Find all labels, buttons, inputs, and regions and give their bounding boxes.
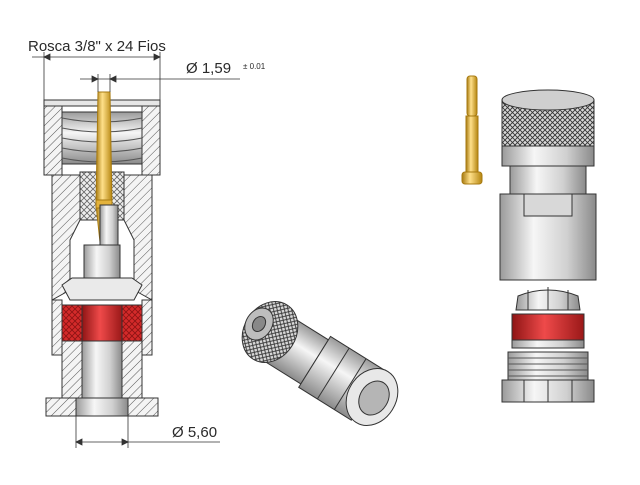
cable-jacket [81, 340, 123, 402]
pin-diameter-label: Ø 1,59 [186, 60, 231, 77]
exploded-washer [511, 339, 585, 349]
back-nut-right [121, 340, 143, 402]
gasket-right [121, 304, 145, 342]
pin-diameter-value: 1,59 [201, 60, 232, 77]
exploded-gasket [511, 313, 585, 341]
iso-nut-bore [251, 316, 267, 332]
contact-socket [99, 204, 119, 246]
diameter-symbol-2: Ø [172, 424, 184, 441]
nut-wall-left [43, 102, 63, 176]
bore-arrow-left [75, 438, 83, 446]
diameter-symbol: Ø [186, 60, 198, 77]
thread-arrow-right [153, 53, 161, 61]
thread-arrow-left [43, 53, 51, 61]
assembled-connector [241, 301, 399, 426]
clamp-cone [61, 277, 143, 301]
exploded-knurled-nut [501, 89, 595, 167]
gasket-center [81, 304, 123, 342]
exploded-back-nut [501, 351, 595, 403]
shell-left [51, 299, 63, 356]
pin-arrow-left [91, 75, 99, 83]
nut-wall-right [141, 102, 161, 176]
pin-arrow-right [109, 75, 117, 83]
thread-spec-label: Rosca 3/8" x 24 Fios [28, 38, 166, 55]
dimension-lines [32, 52, 240, 448]
shell-right [141, 299, 153, 356]
gasket-left [59, 304, 83, 342]
cable-exit [75, 397, 129, 417]
exploded-view [461, 75, 597, 403]
section-view [43, 91, 161, 417]
exploded-clamp [515, 287, 581, 311]
bore-diameter-label: Ø 5,60 [172, 424, 217, 441]
exploded-pin [461, 75, 483, 185]
exploded-body [499, 165, 597, 281]
bore-arrow-right [121, 438, 129, 446]
back-nut-left [61, 340, 83, 402]
iso-back-bore [358, 380, 390, 416]
bore-diameter-value: 5,60 [187, 424, 218, 441]
pin-tolerance-label: ± 0.01 [243, 62, 266, 71]
